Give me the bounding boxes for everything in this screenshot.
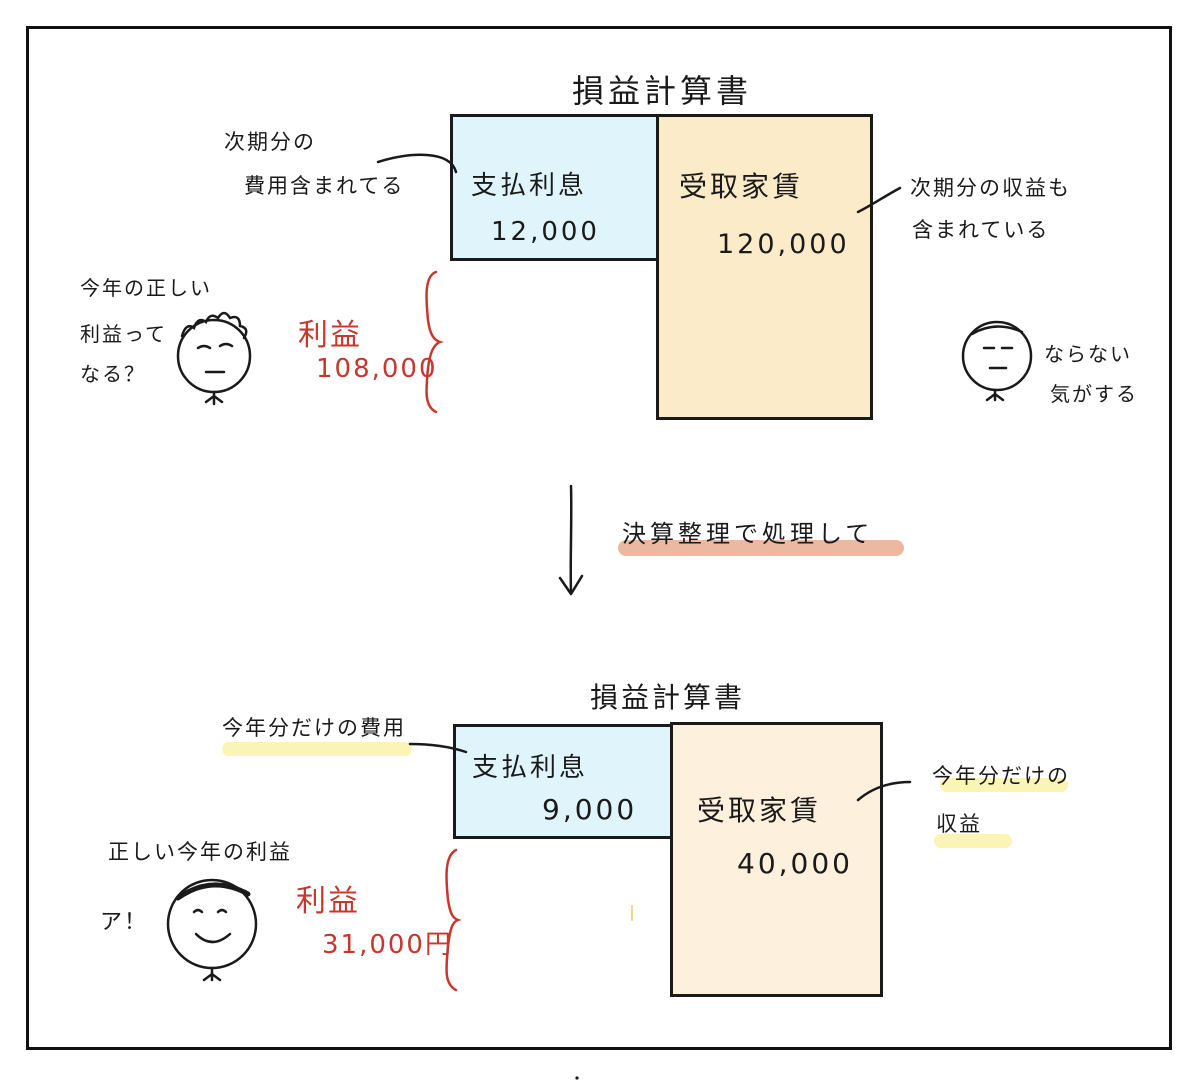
bottom-expense-label: 支払利息 xyxy=(472,753,589,783)
bottom-revenue-value: 40,000 xyxy=(737,847,853,880)
top-profit-value: 108,000 xyxy=(316,354,438,384)
top-expense-box: 支払利息 12,000 xyxy=(450,114,660,261)
top-revenue-box: 受取家賃 120,000 xyxy=(656,114,873,420)
bottom-title: 損益計算書 xyxy=(590,681,746,714)
top-note-left-line2: 費用含まれてる xyxy=(244,174,405,198)
top-note-left-line1: 次期分の xyxy=(224,130,316,154)
bottom-revenue-label: 受取家賃 xyxy=(697,794,822,827)
bottom-revenue-box: 受取家賃 40,000 xyxy=(670,722,883,997)
top-question-line2: 利益ってなる？ xyxy=(80,322,167,386)
top-answer-line1: ならない xyxy=(1044,342,1132,366)
bottom-note-left-highlight xyxy=(222,742,412,756)
bottom-note-right-line1: 今年分だけの xyxy=(932,764,1070,788)
top-expense-value: 12,000 xyxy=(491,217,600,247)
bottom-note-right-line2: 収益 xyxy=(936,812,982,836)
top-note-right-line1: 次期分の収益も xyxy=(910,176,1071,200)
top-note-right-line2: 含まれている xyxy=(912,218,1050,242)
top-question-line1: 今年の正しい xyxy=(80,276,212,300)
diagram-frame xyxy=(26,26,1172,1050)
top-profit-label: 利益 xyxy=(298,318,362,353)
bottom-note-right-highlight-2 xyxy=(934,834,1012,848)
arrow-caption: 決算整理で処理して xyxy=(622,520,874,548)
top-title: 損益計算書 xyxy=(572,72,753,110)
top-expense-label: 支払利息 xyxy=(471,171,588,201)
caption-highlight xyxy=(618,540,904,556)
exclaim-text: ア！ xyxy=(100,910,149,935)
bottom-note-right-highlight-1 xyxy=(940,778,1068,792)
correct-profit-label: 正しい今年の利益 xyxy=(108,840,292,864)
bottom-profit-value: 31,000円 xyxy=(322,930,453,960)
bottom-expense-box: 支払利息 9,000 xyxy=(453,724,673,839)
bottom-expense-value: 9,000 xyxy=(542,793,638,826)
bottom-profit-label: 利益 xyxy=(296,884,360,919)
bottom-note-left: 今年分だけの費用 xyxy=(222,716,406,740)
top-revenue-label: 受取家賃 xyxy=(679,170,804,203)
top-revenue-value: 120,000 xyxy=(717,229,850,260)
top-answer-line2: 気がする xyxy=(1050,382,1138,406)
stray-dot xyxy=(575,1076,579,1080)
